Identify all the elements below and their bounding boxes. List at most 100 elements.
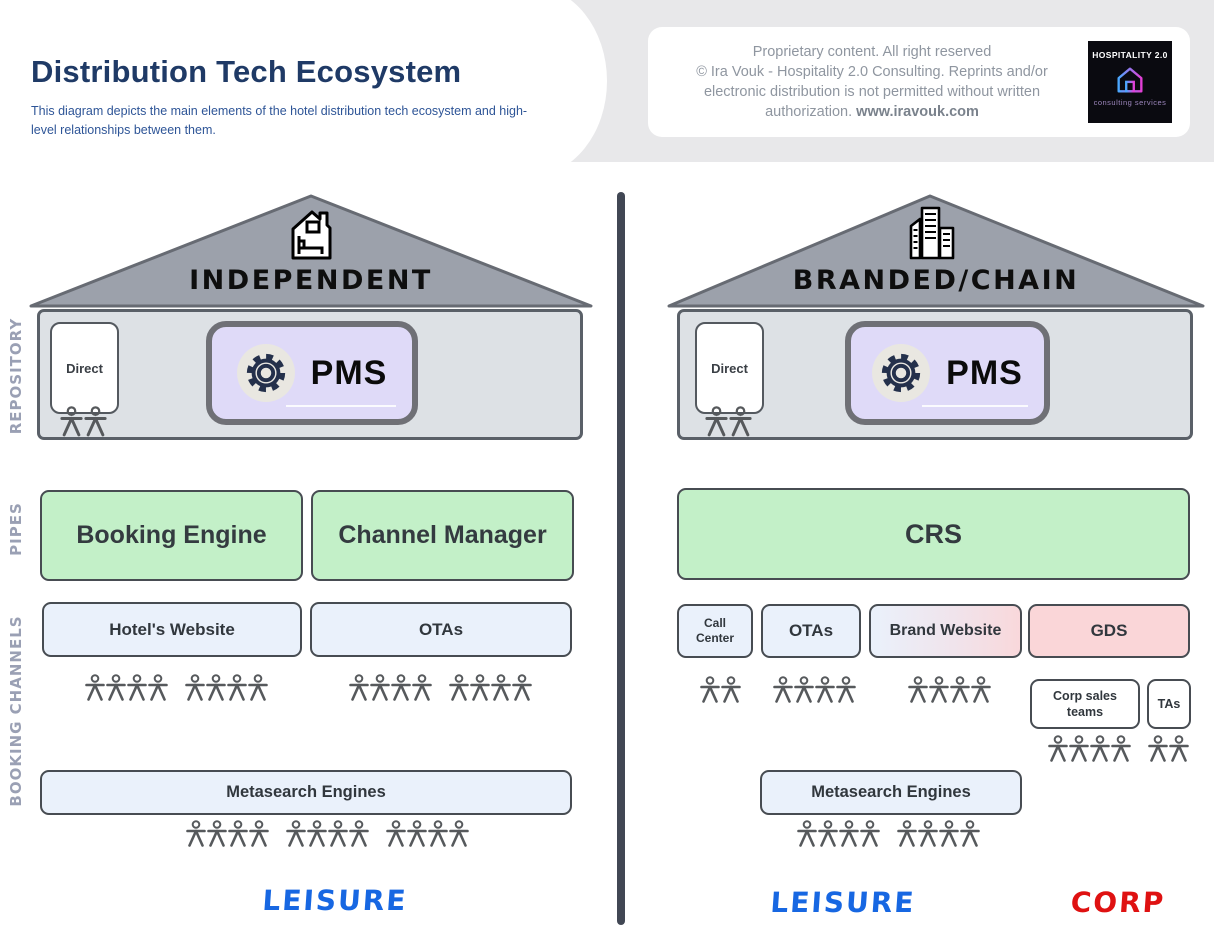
- leisure-segment-left: LEISURE: [261, 884, 409, 917]
- gds-label: GDS: [1090, 621, 1128, 640]
- person-icon: [1069, 735, 1089, 762]
- header-white-cap-curve: [455, 0, 607, 162]
- person-icon: [185, 674, 205, 701]
- neon-house-icon: [1117, 67, 1143, 93]
- metasearch-box-right: Metasearch Engines: [760, 770, 1022, 815]
- person-icon: [797, 820, 817, 847]
- row-label-pipes: PIPES: [7, 502, 25, 556]
- gear-icon: [236, 344, 295, 402]
- copyright-website-link[interactable]: www.iravouk.com: [856, 104, 979, 120]
- hotels-website-box: Hotel's Website: [42, 602, 302, 657]
- independent-pms-label: PMS: [310, 353, 388, 392]
- otas-box-right: OTAs: [761, 604, 861, 658]
- branded-pms-box: PMS: [845, 321, 1050, 425]
- person-icon: [1111, 735, 1131, 762]
- metasearch-label-right: Metasearch Engines: [811, 783, 971, 801]
- branded-roof-label: BRANDED/CHAIN: [792, 265, 1080, 296]
- person-icon: [729, 406, 752, 437]
- logo-subtitle: consulting services: [1093, 98, 1167, 107]
- person-icon: [106, 674, 126, 701]
- branded-direct-users: [705, 406, 752, 440]
- gds-box: GDS: [1028, 604, 1190, 658]
- tas-users: [1148, 735, 1189, 765]
- booking-engine-label: Booking Engine: [76, 521, 267, 549]
- independent-direct-users: [60, 406, 107, 440]
- hotels-website-label: Hotel's Website: [109, 619, 235, 639]
- person-icon: [470, 674, 490, 701]
- tas-box: TAs: [1147, 679, 1191, 729]
- metasearch-users-right: [797, 820, 980, 850]
- person-icon: [950, 676, 970, 703]
- person-icon: [186, 820, 206, 847]
- metasearch-box-left: Metasearch Engines: [40, 770, 572, 815]
- person-icon: [307, 820, 327, 847]
- person-icon: [700, 676, 720, 703]
- leisure-segment-right: LEISURE: [769, 886, 917, 919]
- tas-label: TAs: [1157, 697, 1181, 711]
- person-icon: [412, 674, 432, 701]
- person-icon: [721, 676, 741, 703]
- person-icon: [839, 820, 859, 847]
- center-divider: [617, 192, 625, 925]
- person-icon: [773, 676, 793, 703]
- person-icon: [248, 674, 268, 701]
- person-icon: [391, 674, 411, 701]
- call-center-box: Call Center: [677, 604, 753, 658]
- channel-manager-label: Channel Manager: [338, 521, 547, 549]
- row-label-booking-channels: BOOKING CHANNELS: [7, 615, 25, 807]
- person-icon: [908, 676, 928, 703]
- corp-sales-users: [1048, 735, 1131, 765]
- hospitality-logo: HOSPITALITY 2.0 consulting services: [1088, 41, 1172, 123]
- person-icon: [286, 820, 306, 847]
- person-icon: [370, 674, 390, 701]
- person-icon: [449, 820, 469, 847]
- person-icon: [1048, 735, 1068, 762]
- person-icon: [449, 674, 469, 701]
- otas-users-right: [773, 676, 856, 706]
- person-icon: [1169, 735, 1189, 762]
- booking-engine-box: Booking Engine: [40, 490, 303, 581]
- copyright-box: Proprietary content. All right reserved …: [648, 27, 1190, 137]
- pms-highlight: [286, 405, 396, 407]
- person-icon: [349, 674, 369, 701]
- person-icon: [60, 406, 83, 437]
- person-icon: [939, 820, 959, 847]
- page-subtitle: This diagram depicts the main elements o…: [31, 104, 528, 138]
- brand-website-label: Brand Website: [889, 622, 1002, 639]
- person-icon: [512, 674, 532, 701]
- person-icon: [127, 674, 147, 701]
- person-icon: [407, 820, 427, 847]
- person-icon: [818, 820, 838, 847]
- independent-direct-box: Direct: [50, 322, 119, 414]
- person-icon: [1148, 735, 1168, 762]
- otas-label-right: OTAs: [788, 621, 834, 640]
- copyright-line3: electronic distribution is not permitted…: [703, 84, 1041, 100]
- person-icon: [794, 676, 814, 703]
- person-icon: [227, 674, 247, 701]
- corp-sales-box: Corp sales teams: [1030, 679, 1140, 729]
- crs-box: CRS: [677, 488, 1190, 580]
- person-icon: [148, 674, 168, 701]
- person-icon: [960, 820, 980, 847]
- copyright-line2: © Ira Vouk - Hospitality 2.0 Consulting.…: [696, 64, 1048, 80]
- otas-label-left: OTAs: [418, 619, 464, 639]
- person-icon: [897, 820, 917, 847]
- hotels-website-users: [85, 674, 268, 704]
- person-icon: [491, 674, 511, 701]
- branded-direct-label: Direct: [711, 360, 748, 376]
- person-icon: [328, 820, 348, 847]
- branded-direct-box: Direct: [695, 322, 764, 414]
- person-icon: [705, 406, 728, 437]
- person-icon: [207, 820, 227, 847]
- crs-label: CRS: [904, 518, 962, 549]
- person-icon: [228, 820, 248, 847]
- call-center-users: [700, 676, 741, 706]
- metasearch-label-left: Metasearch Engines: [226, 783, 386, 801]
- person-icon: [929, 676, 949, 703]
- person-icon: [836, 676, 856, 703]
- copyright-line1: Proprietary content. All right reserved: [752, 44, 992, 60]
- person-icon: [386, 820, 406, 847]
- hotel-bed-icon: [291, 210, 332, 260]
- otas-users-left: [349, 674, 532, 704]
